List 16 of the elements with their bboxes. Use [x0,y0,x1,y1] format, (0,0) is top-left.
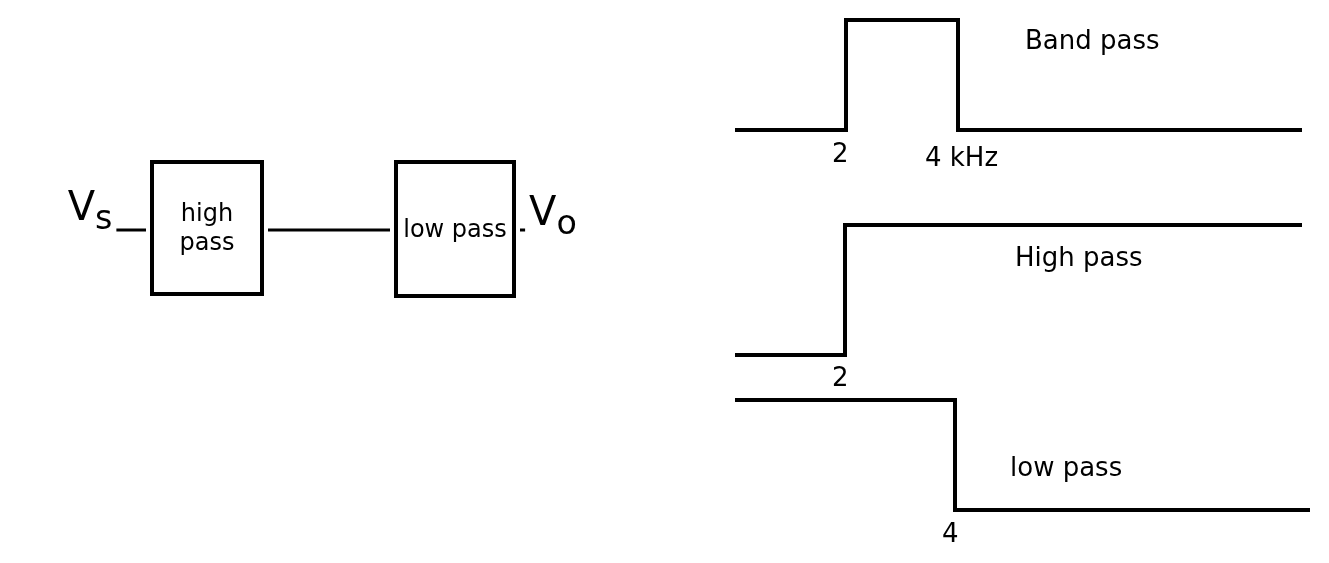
signal-label: V$_{s}$ [67,183,113,237]
block-label: high pass [178,199,236,257]
curve-label: low pass [1010,452,1123,482]
frequency-tick-label: 4 [942,518,959,548]
filter-block [394,160,516,298]
connector-line [268,228,390,232]
signal-label: V$_{o}$ [529,188,577,242]
filter-block [150,160,264,296]
connector-line [520,228,526,232]
frequency-tick-label: 2 [832,138,849,168]
curve-label: High pass [1015,242,1143,272]
connector-line [116,228,146,232]
frequency-tick-label: 2 [832,362,849,392]
curve-label: Band pass [1025,25,1160,55]
frequency-tick-label: 4 kHz [925,142,999,172]
block-label: low pass [403,214,507,244]
